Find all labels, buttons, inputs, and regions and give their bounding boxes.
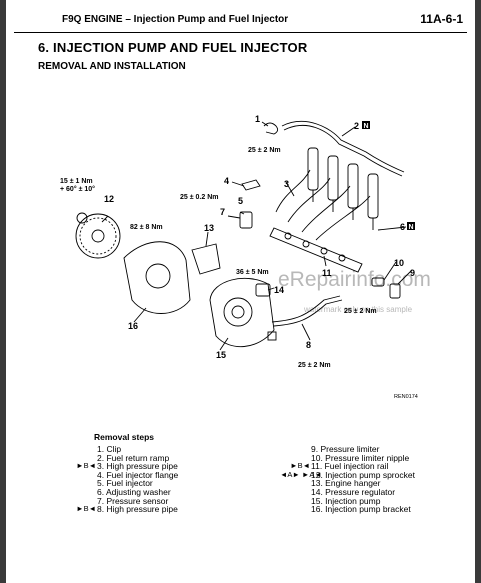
list-item: 4. Fuel injector flange (97, 469, 179, 480)
list-item: ►B◄11. Fuel injection rail (290, 461, 389, 472)
torque-pressure-sensor: 25 ± 0.2 Nm (180, 194, 218, 201)
sprocket-nut (76, 212, 88, 224)
fuel-injectors (307, 147, 379, 230)
callout-11: 11 (322, 268, 332, 278)
watermark: eRepairinfo.com (278, 268, 431, 291)
callout-10: 10 (394, 258, 404, 268)
list-item: 14. Pressure regulator (311, 486, 396, 497)
engine-hanger (191, 243, 221, 275)
list-item: 1. Clip (97, 444, 122, 454)
callout-16: 16 (128, 321, 138, 331)
pressure-limiter (389, 283, 401, 299)
page-number: 11A-6-1 (420, 12, 463, 26)
header-title: F9Q ENGINE – Injection Pump and Fuel Inj… (62, 14, 289, 25)
torque-bracket: 82 ± 8 Nm (130, 224, 163, 231)
list-item: 10. Pressure limiter nipple (311, 452, 410, 463)
list-item: 2. Fuel return ramp (97, 452, 170, 463)
injection-pump-sprocket (75, 213, 121, 259)
torque-hp-pipe-top: 25 ± 2 Nm (248, 147, 281, 154)
fuel-return-ramp (281, 121, 405, 173)
callout-15: 15 (216, 350, 226, 360)
high-pressure-pipe-b (271, 295, 341, 323)
removal-steps: Removal steps 1. Clip 2. Fuel return ram… (66, 432, 456, 513)
pressure-regulator (255, 283, 271, 297)
callout-8: 8 (306, 340, 311, 350)
list-item: ►B◄8. High pressure pipe (76, 504, 178, 515)
removal-steps-heading: Removal steps (94, 432, 154, 442)
removal-steps-right: 9. Pressure limiter 10. Pressure limiter… (280, 445, 460, 514)
svg-text:N: N (364, 123, 369, 130)
list-item: 15. Injection pump (311, 495, 381, 506)
section-title: 6. INJECTION PUMP AND FUEL INJECTOR (38, 40, 308, 55)
list-item: 7. Pressure sensor (97, 495, 169, 506)
callout-9: 9 (410, 268, 415, 278)
exploded-diagram: eRepairinfo.com watermark only on this s… (60, 114, 431, 400)
figure-reference-code: REN0174 (394, 394, 418, 400)
list-item: 9. Pressure limiter (311, 444, 380, 454)
svg-text:N: N (409, 224, 414, 231)
callout-4: 4 (224, 176, 229, 186)
section-subtitle: REMOVAL AND INSTALLATION (38, 61, 186, 72)
callout-14: 14 (274, 285, 284, 295)
torque-sprocket-angle: + 60° ± 10° (60, 185, 95, 193)
high-pressure-pipe-a (275, 169, 311, 213)
removal-steps-left: 1. Clip 2. Fuel return ramp ►B◄3. High p… (66, 445, 286, 514)
pressure-limiter-nipple (371, 277, 385, 287)
fuel-injection-rail (269, 227, 363, 273)
list-item: ◄A► ►A◄12. Injection pump sprocket (280, 469, 415, 480)
new-part-badge-6: N (407, 222, 415, 231)
clip (263, 122, 279, 135)
callout-1: 1 (255, 114, 260, 124)
watermark-sub: watermark only on this sample (303, 305, 413, 314)
list-item: 5. Fuel injector (97, 478, 153, 489)
fuel-injector-flange (241, 179, 261, 191)
callout-12: 12 (104, 194, 114, 204)
new-part-badge-2: N (362, 121, 370, 130)
callout-6: 6 (400, 222, 405, 232)
list-item: 16. Injection pump bracket (311, 504, 411, 515)
callout-5: 5 (238, 196, 243, 206)
list-item: 6. Adjusting washer (97, 486, 171, 497)
injection-pump (209, 277, 277, 348)
torque-pump: 36 ± 5 Nm (236, 269, 269, 276)
callout-3: 3 (284, 179, 289, 189)
list-item: 13. Engine hanger (311, 478, 381, 489)
torque-hp-pipe-bottom: 25 ± 2 Nm (298, 362, 331, 369)
list-item: ►B◄3. High pressure pipe (76, 461, 178, 472)
callout-2: 2 (354, 121, 359, 131)
pressure-sensor (239, 211, 253, 229)
page-header: F9Q ENGINE – Injection Pump and Fuel Inj… (14, 10, 467, 33)
callout-7: 7 (220, 207, 225, 217)
callout-13: 13 (204, 223, 214, 233)
injection-pump-bracket (123, 241, 191, 314)
manual-page: F9Q ENGINE – Injection Pump and Fuel Inj… (6, 0, 475, 583)
torque-limiter: 25 ± 2 Nm (344, 308, 377, 315)
torque-sprocket-nut: 15 ± 1 Nm (60, 178, 93, 185)
